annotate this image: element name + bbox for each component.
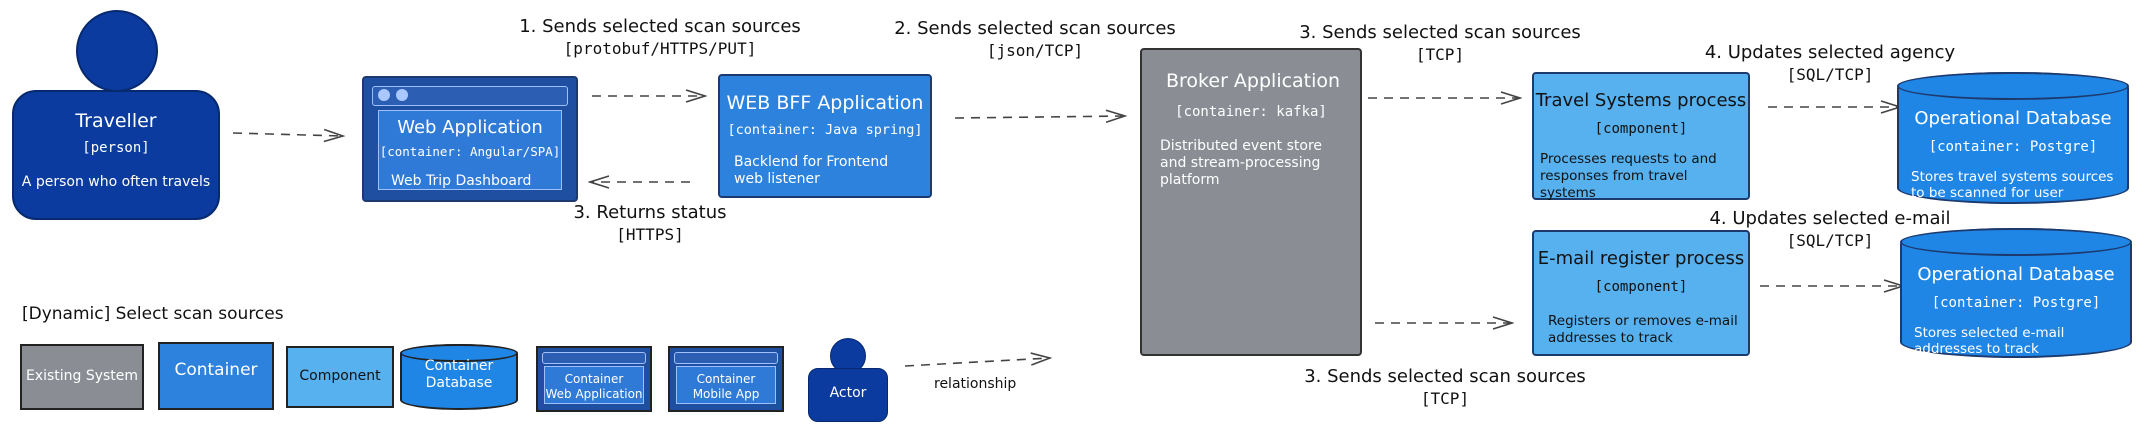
browser-dot-icon [396,89,408,101]
email-desc: Registers or removes e-mail addresses to… [1548,313,1738,346]
legend-existing-system: Existing System [20,344,144,410]
browser-dot-icon [378,89,390,101]
email-register-process[interactable]: E-mail register process [component] Regi… [1532,230,1750,356]
web-application[interactable]: Web Application [container: Angular/SPA]… [362,76,578,202]
edge-label-1: 1. Sends selected scan sources[protobuf/… [519,16,801,58]
traveller-tech: [person] [82,140,150,156]
web-app-panel: Web Application [container: Angular/SPA]… [378,110,562,190]
email-title: E-mail register process [1537,248,1745,269]
legend-title: [Dynamic] Select scan sources [22,304,284,324]
legend-actor: Actor [808,338,888,424]
bff-desc: Backlend for Frontend web listener [734,154,889,187]
db1-title: Operational Database [1914,108,2112,129]
edge-label-3a: 3. Sends selected scan sources[TCP] [1299,22,1581,64]
db1-tech: [container: Postgre] [1928,139,2098,155]
legend-relationship-arrow [904,358,1050,367]
travel-desc: Processes requests to and responses from… [1540,151,1717,201]
web-app-title: Web Application [397,117,543,138]
web-app-desc: Web Trip Dashboard [391,173,532,189]
edge-label-3b: 3. Sends selected scan sources[TCP] [1304,366,1586,408]
db2-cylinder-rim [1900,228,2132,256]
edge-label-4a: 4. Updates selected agency[SQL/TCP] [1704,42,1956,84]
bff-title: WEB BFF Application [726,92,924,114]
email-tech: [component] [1594,279,1688,295]
traveller-desc: A person who often travels [21,174,211,190]
broker-title: Broker Application [1166,70,1341,92]
traveller-title: Traveller [75,110,157,132]
operational-database-2[interactable]: Operational Database [container: Postgre… [1900,228,2132,358]
db1-cylinder-rim [1897,72,2129,100]
legend-relationship-label: relationship [934,376,1017,392]
legend-container: Container [158,342,274,410]
edge-traveller-webapp[interactable] [232,133,343,136]
legend-container-database: Container Database [400,344,518,410]
broker-application[interactable]: Broker Application [container: kafka] Di… [1140,48,1362,356]
legend-container-mobile-app: Container Mobile App [668,346,784,412]
travel-systems-process[interactable]: Travel Systems process [component] Proce… [1532,72,1750,201]
db2-tech: [container: Postgre] [1931,295,2101,311]
legend-component: Component [286,346,394,408]
edge-bff-broker[interactable] [954,116,1125,118]
db1-desc: Stores travel systems sources to be scan… [1911,169,2114,201]
broker-desc: Distributed event store and stream-proce… [1160,138,1323,188]
broker-tech: [container: kafka] [1175,104,1327,120]
person-head-icon [76,10,158,92]
edge-label-2: 2. Sends selected scan sources[json/TCP] [894,18,1176,60]
bff-tech: [container: Java spring] [727,122,923,138]
edge-label-4b: 4. Updates selected e-mail[SQL/TCP] [1709,208,1951,250]
edge-label-3-return: 3. Returns status[HTTPS] [573,202,727,244]
db2-title: Operational Database [1917,264,2115,285]
db2-desc: Stores selected e-mail addresses to trac… [1914,325,2065,357]
browser-bar [372,86,568,106]
web-bff-application[interactable]: WEB BFF Application [container: Java spr… [718,74,932,198]
operational-database-1[interactable]: Operational Database [container: Postgre… [1897,72,2129,204]
traveller-person[interactable]: Traveller [person] A person who often tr… [12,10,220,220]
travel-tech: [component] [1594,121,1688,137]
travel-title: Travel Systems process [1535,90,1747,111]
web-app-tech: [container: Angular/SPA] [379,144,561,159]
legend-container-web-app: Container Web Application [536,346,652,412]
